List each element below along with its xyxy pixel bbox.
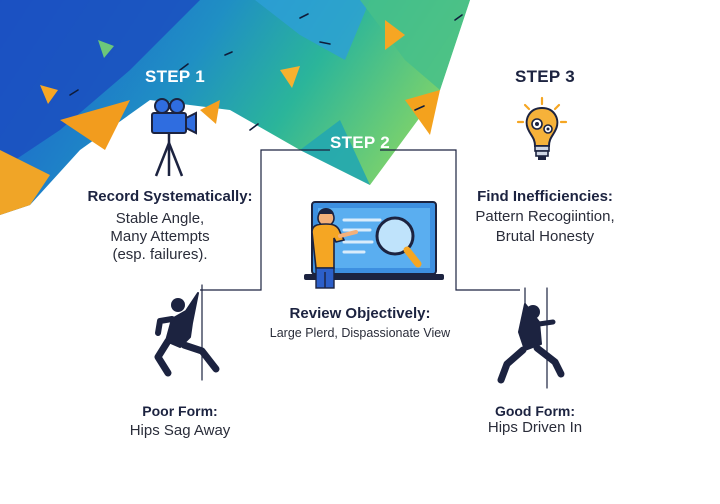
decorative-background [0, 0, 470, 215]
step-1-line-3: (esp. failures). [112, 246, 208, 263]
lightbulb-gears-icon [516, 96, 568, 160]
step-1-title: Record Systematically: [87, 188, 253, 205]
magnifier-screen-icon [304, 201, 444, 289]
step-1-line-2: Many Attempts [110, 228, 210, 245]
good-form-title: Good Form: [494, 403, 576, 419]
step-2-label: STEP 2 [329, 133, 391, 152]
step-3-label: STEP 3 [514, 67, 576, 86]
poor-form-caption: Hips Sag Away [129, 422, 231, 439]
step-3-line-1: Pattern Recogiintion, [475, 208, 615, 225]
climber-poor-form-icon [154, 284, 220, 381]
video-camera-icon [151, 98, 197, 177]
step-3-line-2: Brutal Honesty [495, 228, 595, 245]
poor-form-title: Poor Form: [142, 403, 218, 419]
step-1-line-1: Stable Angle, [115, 210, 205, 227]
flow-connector-lines [200, 149, 520, 291]
climber-good-form-icon [497, 287, 565, 389]
step-2-title: Review Objectively: [289, 305, 431, 322]
step-3-title: Find Inefficiencies: [477, 188, 613, 205]
good-form-caption: Hips Driven In [487, 419, 583, 436]
step-1-label: STEP 1 [144, 67, 206, 86]
step-2-line-1: Large Plerd, Dispassionate View [269, 326, 451, 340]
